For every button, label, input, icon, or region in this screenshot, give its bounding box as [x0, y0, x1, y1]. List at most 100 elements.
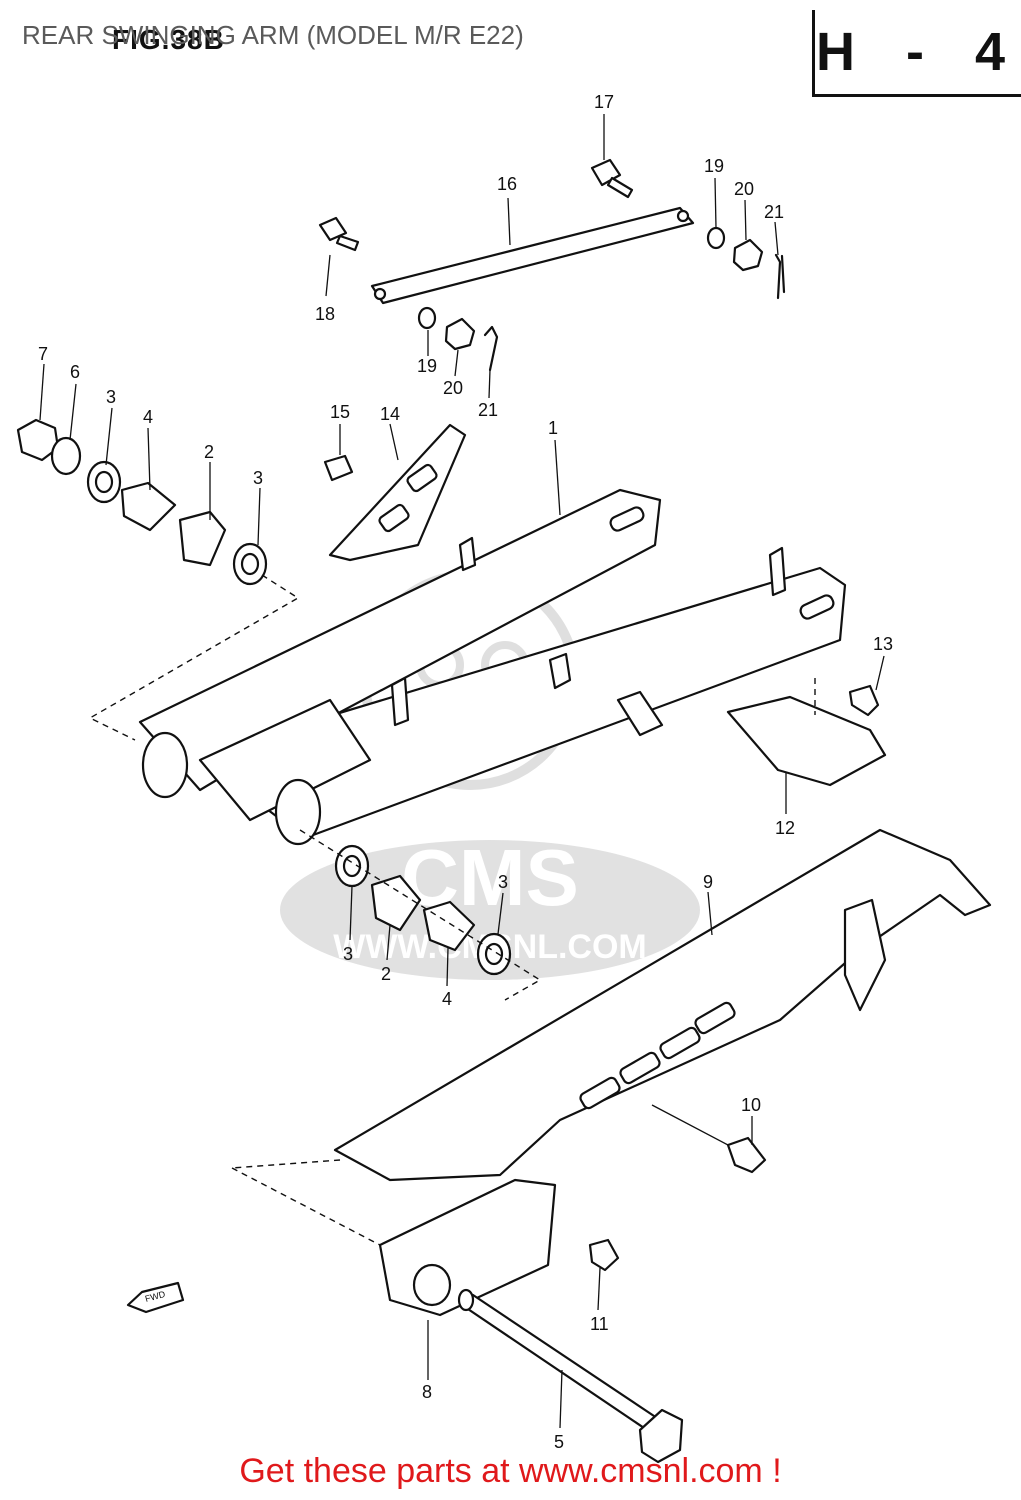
chain-tensioner-plate: [328, 423, 467, 562]
assembly-line: [299, 829, 542, 1001]
swinging-arm-bracket: [390, 676, 410, 727]
footer-promo[interactable]: Get these parts at www.cmsnl.com !: [239, 1452, 782, 1490]
callout-9: 9: [703, 872, 713, 892]
callouts: 1 2 2 3 3 3 3 4 4 5 6 7 8 9 10 11 12 13 …: [38, 92, 893, 1452]
callout-21: 21: [478, 400, 498, 420]
leader-line: [774, 221, 779, 256]
callout-6: 6: [70, 362, 80, 382]
swinging-arm-pivot-right: [274, 778, 322, 846]
washer: [706, 226, 726, 250]
pivot-washer: [50, 436, 82, 476]
callout-19: 19: [417, 356, 437, 376]
spacer: [422, 900, 476, 952]
figure-label: FIG.38B: [112, 24, 225, 55]
callout-13: 13: [873, 634, 893, 654]
oil-seal-inner: [94, 470, 114, 494]
watermark: CMS WWW.CMSNL.COM: [280, 570, 700, 980]
leader-line: [744, 199, 747, 241]
cotter-pin: [483, 325, 499, 372]
leader-line: [497, 892, 504, 935]
chain-adjuster-bolt: [588, 1238, 620, 1272]
torque-rod-hole: [676, 209, 690, 223]
torque-rod-bolt-lower: [318, 216, 348, 242]
chain-case-vent: [579, 1076, 621, 1110]
leader-line: [389, 423, 399, 461]
callout-1: 1: [548, 418, 558, 438]
callout-4: 4: [143, 407, 153, 427]
callout-20: 20: [734, 179, 754, 199]
callout-3: 3: [253, 468, 263, 488]
callout-2: 2: [204, 442, 214, 462]
leader-line: [325, 254, 331, 297]
callout-4: 4: [442, 989, 452, 1009]
leader-line: [69, 383, 77, 441]
chain-case-bolt: [726, 1136, 767, 1174]
page-code-box: H - 4: [812, 10, 1021, 97]
callout-14: 14: [380, 404, 400, 424]
oil-seal-inner: [342, 854, 362, 878]
chain-tensioner-slot: [406, 463, 438, 493]
chain-case-mount: [843, 898, 887, 1012]
callout-3: 3: [343, 944, 353, 964]
callout-21: 21: [764, 202, 784, 222]
swinging-arm-bracket: [458, 536, 477, 572]
oil-seal-inner: [240, 552, 260, 576]
leader-line: [875, 655, 885, 691]
callout-12: 12: [775, 818, 795, 838]
chain-tensioner-bolt: [323, 454, 354, 482]
swinging-arm-clip: [616, 690, 664, 737]
leader-line: [349, 885, 353, 941]
torque-rod-bolt-lower-shank: [335, 234, 360, 252]
assembly-line: [231, 1159, 341, 1169]
leader-line: [554, 439, 561, 516]
bushing: [178, 510, 227, 567]
swinging-arm-bracket: [768, 546, 787, 597]
bushing: [370, 874, 422, 932]
swinging-arm-left-beam: [138, 488, 662, 792]
torque-rod: [370, 206, 695, 305]
nut: [732, 238, 764, 272]
chain-case-vent: [694, 1001, 736, 1035]
callout-20: 20: [443, 378, 463, 398]
callout-10: 10: [741, 1095, 761, 1115]
nut: [444, 317, 476, 351]
swinging-arm-bracket: [548, 652, 572, 690]
chain-case: [333, 828, 992, 1182]
chain-guide-bolt: [848, 684, 880, 717]
swinging-arm-pivot-left: [141, 731, 189, 799]
leader-line: [446, 947, 449, 987]
leader-line: [257, 487, 261, 546]
chain-adjuster-hole: [412, 1263, 452, 1307]
leader-line: [386, 924, 391, 961]
callout-3: 3: [498, 872, 508, 892]
leader-line: [597, 1267, 601, 1311]
torque-rod-bolt-upper-shank: [606, 176, 634, 199]
swinging-arm-right-slot: [799, 594, 835, 620]
page-title: REAR SWINGING ARM (MODEL M/R E22): [22, 20, 524, 50]
callout-5: 5: [554, 1432, 564, 1452]
pivot-axle-head: [638, 1408, 684, 1464]
chain-guide-plate: [726, 695, 887, 787]
leader-line: [454, 349, 459, 377]
leader-line: [714, 177, 717, 229]
swinging-arm-left-slot: [609, 506, 645, 532]
pivot-axle-tip: [457, 1288, 475, 1312]
callout-18: 18: [315, 304, 335, 324]
callout-3: 3: [106, 387, 116, 407]
callout-8: 8: [422, 1382, 432, 1402]
chain-case-vent: [659, 1026, 701, 1060]
callout-16: 16: [497, 174, 517, 194]
leader-line: [651, 1104, 729, 1146]
swinging-arm-cross-member: [198, 698, 372, 822]
callout-19: 19: [704, 156, 724, 176]
torque-rod-hole: [373, 287, 387, 301]
spacer: [120, 481, 177, 532]
callout-11: 11: [590, 1314, 609, 1334]
callout-15: 15: [330, 402, 350, 422]
leader-line: [488, 369, 491, 399]
callout-7: 7: [38, 344, 48, 364]
chain-tensioner-slot: [378, 503, 410, 533]
leader-line: [39, 363, 45, 421]
assembly-line: [231, 1167, 381, 1246]
